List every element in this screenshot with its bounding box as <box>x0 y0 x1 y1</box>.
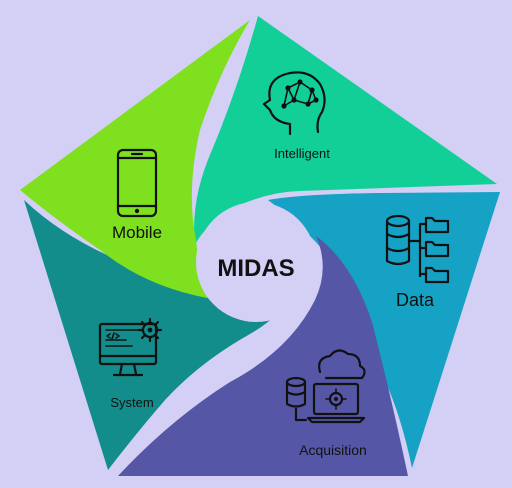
monitor-code-gear-icon <box>98 317 163 377</box>
center-circle <box>196 202 316 322</box>
segment-mobile-label: Mobile <box>112 223 162 242</box>
segment-system-label: System <box>110 395 153 410</box>
segment-acquisition: Acquisition <box>118 236 408 476</box>
segment-system-shape <box>24 200 295 470</box>
center-hub: MIDAS <box>196 202 316 322</box>
segment-intelligent-label: Intelligent <box>274 146 330 161</box>
segment-intelligent: Intelligent <box>194 16 497 245</box>
cloud-database-laptop-icon <box>285 349 366 424</box>
segment-intelligent-shape <box>194 16 497 245</box>
segment-data-label: Data <box>396 290 435 310</box>
segment-data: Data <box>268 192 500 468</box>
segment-mobile-shape <box>20 20 250 300</box>
segment-data-shape <box>268 192 500 468</box>
segment-mobile: Mobile <box>20 20 250 300</box>
segment-acquisition-shape <box>118 236 408 476</box>
smartphone-icon <box>116 148 158 218</box>
database-folders-icon <box>385 214 450 284</box>
segment-system: System <box>24 200 295 470</box>
center-label: MIDAS <box>217 255 294 282</box>
segment-acquisition-label: Acquisition <box>299 442 367 458</box>
brain-network-head-icon <box>262 71 326 136</box>
